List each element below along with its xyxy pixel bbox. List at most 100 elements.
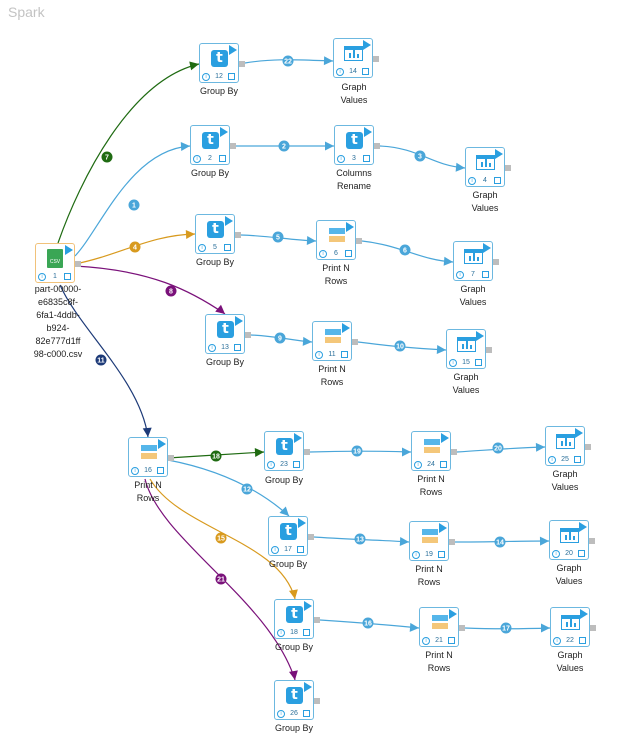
run-icon[interactable] <box>476 331 484 341</box>
edge-line[interactable] <box>149 478 296 600</box>
run-icon[interactable] <box>449 609 457 619</box>
info-icon[interactable]: i <box>208 344 216 352</box>
output-port[interactable] <box>590 625 596 631</box>
output-port[interactable] <box>486 347 492 353</box>
edge-17[interactable]: 17 <box>464 622 551 634</box>
info-icon[interactable]: i <box>202 73 210 81</box>
edge-badge[interactable] <box>95 354 107 366</box>
output-port[interactable] <box>168 455 174 461</box>
run-icon[interactable] <box>235 316 243 326</box>
edge-badge[interactable] <box>362 617 374 629</box>
edge-line[interactable] <box>167 459 290 517</box>
edge-badge[interactable] <box>351 445 363 457</box>
run-icon[interactable] <box>220 127 228 137</box>
info-icon[interactable]: i <box>468 177 476 185</box>
run-icon[interactable] <box>65 245 73 255</box>
copy-icon[interactable] <box>234 344 241 351</box>
run-icon[interactable] <box>298 518 306 528</box>
info-icon[interactable]: i <box>553 637 561 645</box>
info-icon[interactable]: i <box>38 273 46 281</box>
copy-icon[interactable] <box>482 271 489 278</box>
edge-5[interactable]: 5 <box>240 231 317 246</box>
edge-line[interactable] <box>144 478 296 681</box>
info-icon[interactable]: i <box>277 629 285 637</box>
info-icon[interactable]: i <box>422 637 430 645</box>
output-port[interactable] <box>352 339 358 345</box>
info-icon[interactable]: i <box>412 551 420 559</box>
copy-icon[interactable] <box>475 359 482 366</box>
edge-badge[interactable] <box>128 199 140 211</box>
copy-icon[interactable] <box>303 710 310 717</box>
output-port[interactable] <box>314 698 320 704</box>
copy-icon[interactable] <box>579 637 586 644</box>
output-port[interactable] <box>356 238 362 244</box>
info-icon[interactable]: i <box>267 461 275 469</box>
output-port[interactable] <box>230 143 236 149</box>
output-port[interactable] <box>505 165 511 171</box>
edge-badge[interactable] <box>274 332 286 344</box>
run-icon[interactable] <box>580 609 588 619</box>
copy-icon[interactable] <box>303 629 310 636</box>
edge-badge[interactable] <box>101 151 113 163</box>
copy-icon[interactable] <box>228 73 235 80</box>
edge-13[interactable]: 13 <box>313 533 410 547</box>
edge-badge[interactable] <box>272 231 284 243</box>
output-port[interactable] <box>314 617 320 623</box>
edge-2[interactable]: 2 <box>236 140 334 152</box>
info-icon[interactable]: i <box>277 710 285 718</box>
edge-badge[interactable] <box>494 536 506 548</box>
output-port[interactable] <box>245 332 251 338</box>
output-port[interactable] <box>239 61 245 67</box>
output-port[interactable] <box>459 625 465 631</box>
info-icon[interactable]: i <box>456 271 464 279</box>
edge-badge[interactable] <box>210 450 222 462</box>
edge-10[interactable]: 10 <box>357 340 447 355</box>
run-icon[interactable] <box>342 323 350 333</box>
copy-icon[interactable] <box>578 550 585 557</box>
run-icon[interactable] <box>441 433 449 443</box>
edge-badge[interactable] <box>354 533 366 545</box>
edge-badge[interactable] <box>282 55 294 67</box>
run-icon[interactable] <box>579 522 587 532</box>
run-icon[interactable] <box>363 40 371 50</box>
output-port[interactable] <box>374 143 380 149</box>
info-icon[interactable]: i <box>548 456 556 464</box>
edge-1[interactable]: 1 <box>74 141 191 257</box>
output-port[interactable] <box>493 259 499 265</box>
edge-badge[interactable] <box>399 244 411 256</box>
run-icon[interactable] <box>575 428 583 438</box>
info-icon[interactable]: i <box>319 250 327 258</box>
edge-7[interactable]: 7 <box>57 60 200 244</box>
info-icon[interactable]: i <box>271 546 279 554</box>
edge-badge[interactable] <box>215 532 227 544</box>
edge-3[interactable]: 3 <box>379 145 466 172</box>
edge-14[interactable]: 14 <box>454 536 550 548</box>
output-port[interactable] <box>451 449 457 455</box>
copy-icon[interactable] <box>297 546 304 553</box>
info-icon[interactable]: i <box>315 351 323 359</box>
edge-badge[interactable] <box>492 442 504 454</box>
edge-22[interactable]: 22 <box>244 55 334 67</box>
edge-badge[interactable] <box>500 622 512 634</box>
info-icon[interactable]: i <box>131 467 139 475</box>
copy-icon[interactable] <box>224 244 231 251</box>
output-port[interactable] <box>235 232 241 238</box>
copy-icon[interactable] <box>345 250 352 257</box>
run-icon[interactable] <box>304 682 312 692</box>
run-icon[interactable] <box>304 601 312 611</box>
copy-icon[interactable] <box>440 461 447 468</box>
edge-line[interactable] <box>74 265 226 315</box>
copy-icon[interactable] <box>157 467 164 474</box>
